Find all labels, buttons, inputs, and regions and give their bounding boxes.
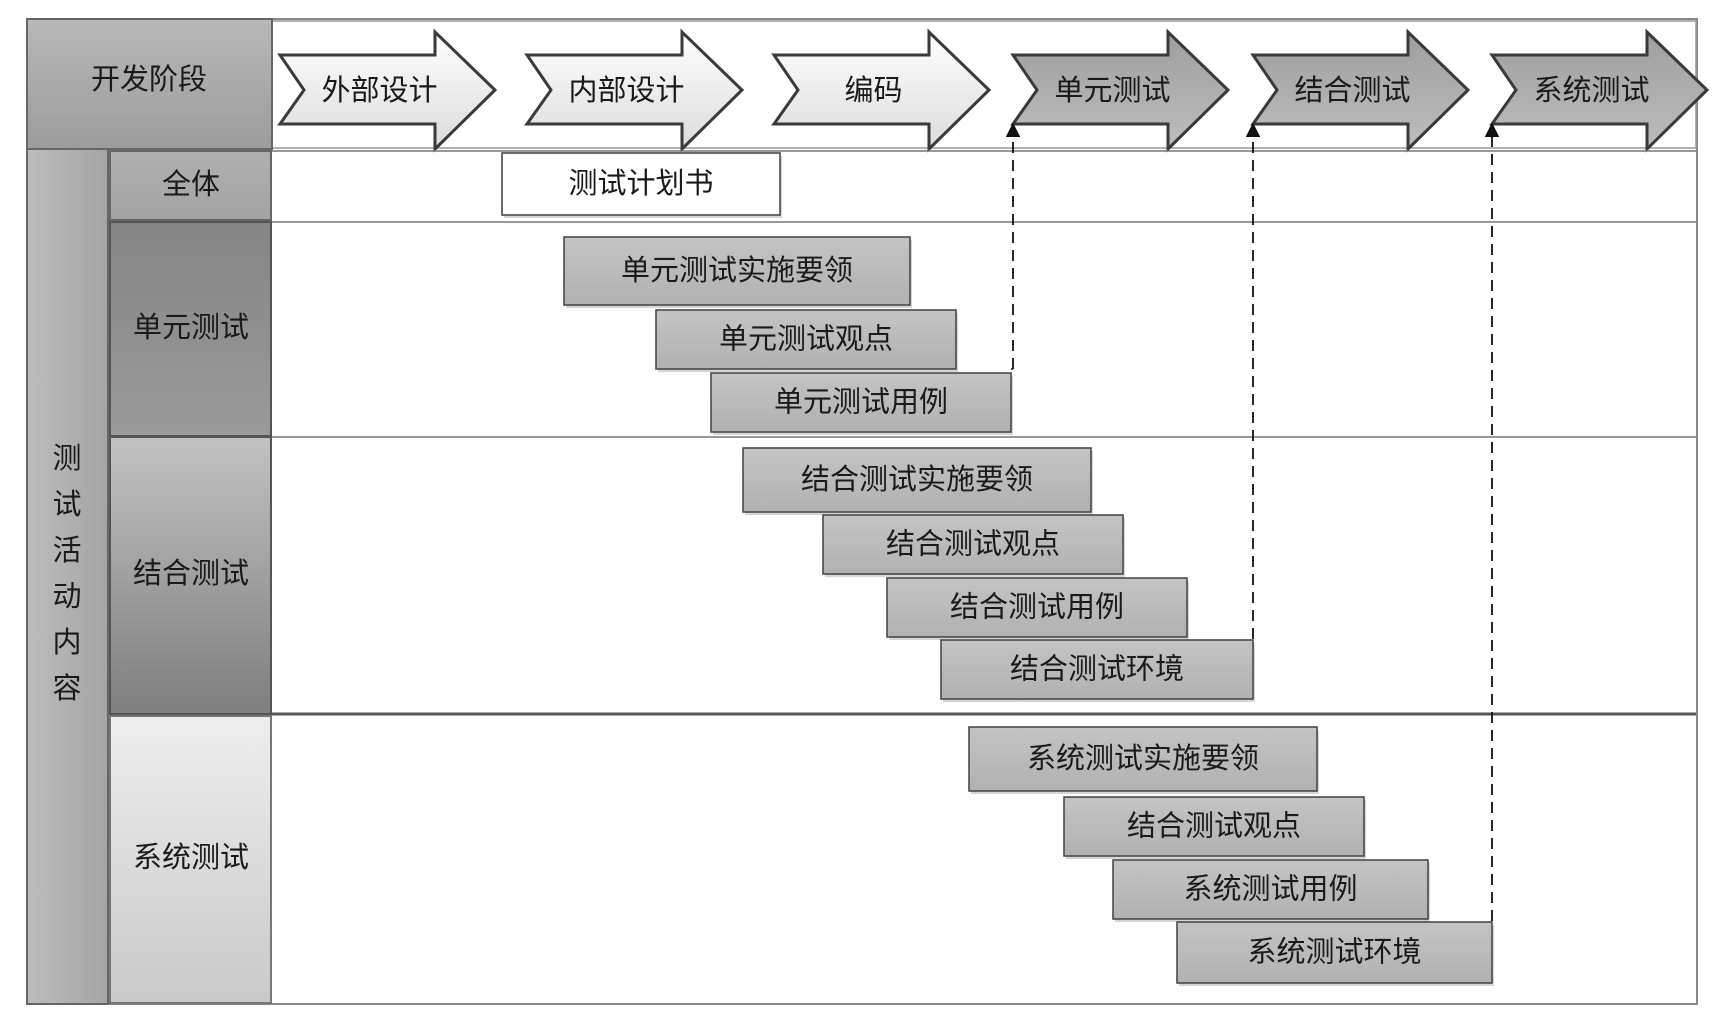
phase-arrow-shape (1010, 28, 1231, 153)
task-label: 单元测试实施要领 (621, 253, 853, 287)
side-main-char: 内 (52, 625, 81, 659)
row-cell-overall (109, 150, 272, 221)
row-cell-system (109, 715, 272, 1004)
task-box (710, 372, 1012, 433)
task-label: 结合测试实施要领 (801, 462, 1033, 496)
task-label: 系统测试实施要领 (1027, 741, 1259, 775)
task-box (563, 236, 911, 306)
task-box (1176, 921, 1493, 984)
row-label-system: 系统测试 (133, 840, 249, 874)
phase-label: 单元测试 (1054, 73, 1170, 107)
side-main-char: 容 (52, 671, 81, 705)
phase-label: 外部设计 (321, 73, 437, 107)
row-cell-unit (109, 221, 272, 437)
task-label: 单元测试观点 (719, 322, 893, 356)
phase-arrow-shape (771, 28, 992, 153)
phase-label: 内部设计 (568, 73, 684, 107)
phase-arrow: 结合测试 (1250, 28, 1471, 153)
phase-arrow: 系统测试 (1489, 28, 1710, 153)
phase-arrow: 单元测试 (1010, 28, 1231, 153)
task-box (886, 577, 1188, 638)
phase-label: 编码 (844, 73, 902, 107)
side-main-char: 试 (52, 487, 81, 521)
task-box (655, 309, 957, 370)
phase-label: 系统测试 (1533, 73, 1649, 107)
task-integration: 结合测试环境 (940, 639, 1255, 702)
side-main-char: 测 (52, 441, 81, 475)
task-box (968, 726, 1318, 792)
row-label-integration: 结合测试 (133, 556, 249, 590)
header-label-cell (26, 18, 273, 150)
task-box (501, 152, 781, 216)
task-box (822, 514, 1124, 575)
task-system: 系统测试用例 (1112, 859, 1430, 922)
phase-arrow: 编码 (771, 28, 992, 153)
task-box (1112, 859, 1429, 920)
task-box (940, 639, 1254, 700)
side-main-cell (26, 148, 109, 1005)
task-label: 测试计划书 (568, 166, 713, 200)
task-unit: 单元测试实施要领 (563, 236, 912, 308)
task-label: 系统测试环境 (1247, 935, 1421, 969)
phase-arrow: 内部设计 (524, 28, 745, 153)
header-label: 开发阶段 (91, 62, 207, 96)
task-integration: 结合测试实施要领 (742, 447, 1093, 515)
phase-arrow-shape (277, 28, 498, 153)
task-boxes: 测试计划书单元测试实施要领单元测试观点单元测试用例结合测试实施要领结合测试观点结… (501, 152, 1494, 986)
task-label: 单元测试用例 (774, 385, 948, 419)
task-integration: 结合测试用例 (886, 577, 1189, 640)
task-system: 系统测试环境 (1176, 921, 1494, 986)
phase-arrow-shape (1489, 28, 1710, 153)
task-unit: 单元测试用例 (710, 372, 1013, 435)
side-main-char: 动 (52, 579, 81, 613)
task-system: 结合测试观点 (1063, 796, 1366, 859)
phase-label: 结合测试 (1294, 73, 1410, 107)
task-system: 系统测试实施要领 (968, 726, 1319, 794)
task-box (742, 447, 1092, 513)
phase-arrow-shape (1250, 28, 1471, 153)
row-label-unit: 单元测试 (133, 310, 249, 344)
task-label: 结合测试观点 (1127, 809, 1301, 843)
phase-arrows: 外部设计 内部设计 编码 单元测试 结合测试 系统测试 (277, 28, 1710, 153)
phase-arrow: 外部设计 (277, 28, 498, 153)
phase-arrow-shape (524, 28, 745, 153)
side-main-char: 活 (52, 533, 81, 567)
task-overall: 测试计划书 (501, 152, 782, 218)
row-cell-integration (109, 436, 272, 715)
task-label: 系统测试用例 (1183, 872, 1357, 906)
task-unit: 单元测试观点 (655, 309, 958, 372)
task-label: 结合测试观点 (886, 527, 1060, 561)
task-label: 结合测试用例 (950, 590, 1124, 624)
row-label-overall: 全体 (162, 167, 220, 201)
task-box (1063, 796, 1365, 857)
dependency-connectors (1005, 122, 1500, 921)
task-integration: 结合测试观点 (822, 514, 1125, 577)
task-label: 结合测试环境 (1010, 652, 1184, 686)
